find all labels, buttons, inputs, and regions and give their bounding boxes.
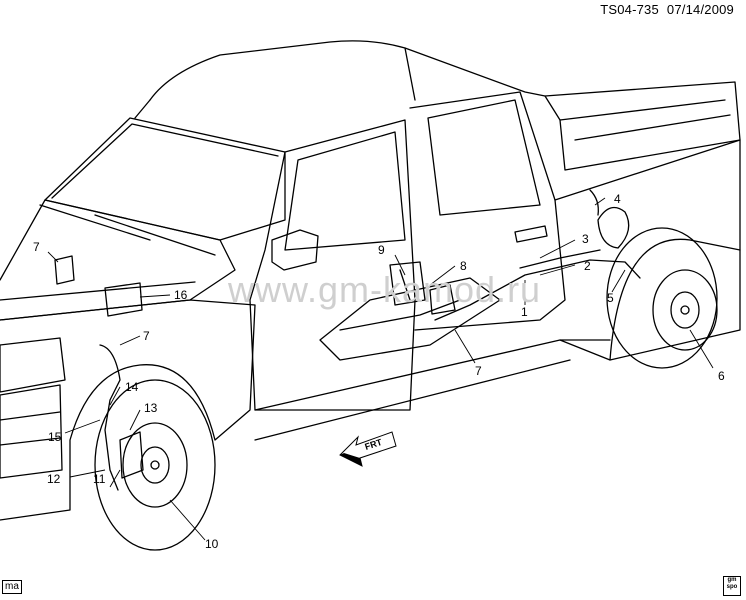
watermark: www.gm-kamod.ru [227,269,541,310]
footer-badge: gm spo [723,576,741,596]
side-mirror [271,229,319,271]
callout-5: 5 [607,291,614,305]
rear-drum [652,269,718,351]
brake-line-front [99,344,121,491]
callout-9: 9 [378,243,385,257]
cab-roof-edge [134,47,416,119]
callout-11: 11 [93,472,106,486]
front-door [249,119,416,411]
floor-pan [319,277,501,361]
callout-1: 1 [521,305,528,319]
wiper-right [94,214,216,256]
brake-hose-upper [589,189,599,216]
bed-side [554,139,741,361]
diagram-code: TS04-735 [600,2,659,17]
diagram-header: TS04-735 07/14/2009 [600,2,734,17]
callout-13: 13 [144,401,158,415]
hood-crease [0,281,196,301]
callout-4: 4 [614,192,621,206]
front-door-window [284,131,406,251]
callout-12: 12 [47,472,61,486]
callout-14: 14 [125,380,139,394]
callout-3: 3 [582,232,589,246]
rocker-panel [254,339,611,411]
callout-15: 15 [48,430,62,444]
rear-door [409,91,566,331]
rear-door-window [427,99,541,216]
callout-7-fender: 7 [143,329,150,343]
headlamp [0,337,66,393]
wiper-left [39,204,151,241]
callout-10: 10 [205,537,219,551]
callout-7-top-left: 7 [33,240,40,254]
module-bracket [389,261,426,306]
front-caliper [119,431,144,479]
callout-16: 16 [174,288,188,302]
callout-8: 8 [460,259,467,273]
door-handle [514,225,548,243]
front-tire [94,379,216,551]
windshield [44,117,286,241]
rear-tire [606,227,718,369]
front-rotor [122,422,188,508]
grille [0,384,63,479]
footer-badge-top: gm [727,577,737,583]
brake-line-rear-2 [519,249,601,269]
footer-left-tag: ma [2,580,22,594]
callout-6: 6 [718,369,725,383]
diagram-date: 07/14/2009 [666,2,734,17]
callout-7-floor: 7 [475,364,482,378]
cab-roof [149,40,546,101]
callout-2: 2 [584,259,591,273]
front-arrow: FRT [339,431,397,467]
fuel-door [597,206,630,249]
footer-badge-bottom: spo [726,584,738,590]
front-fender [0,299,256,521]
brake-line-rear [434,259,641,321]
hood [0,199,236,321]
truck-bed [544,81,741,171]
abs-module [104,282,143,317]
